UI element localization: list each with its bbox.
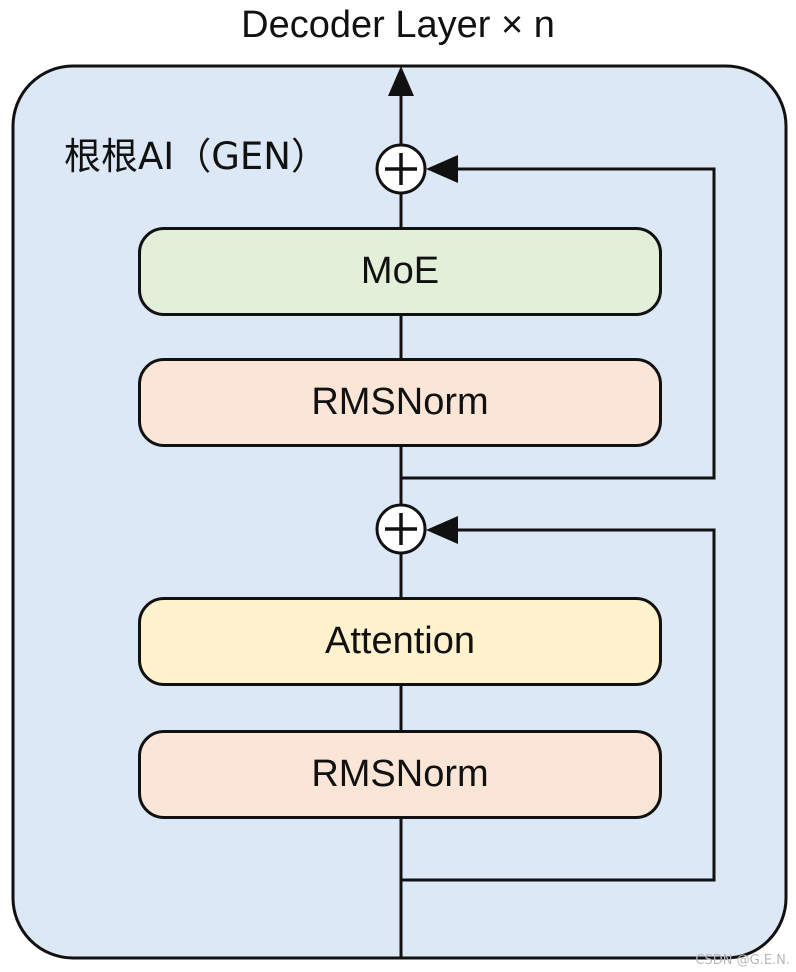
rmsnorm-block-top: RMSNorm bbox=[138, 358, 662, 447]
residual-line-top bbox=[401, 167, 716, 480]
residual-arrow-top-icon bbox=[426, 155, 458, 183]
moe-block: MoE bbox=[138, 227, 662, 316]
diagram-title: Decoder Layer × n bbox=[241, 4, 555, 46]
output-arrow-icon bbox=[388, 66, 414, 96]
adder-top bbox=[375, 143, 427, 195]
author-label: 根根AI（GEN） bbox=[64, 135, 328, 178]
residual-line-bottom bbox=[401, 528, 716, 882]
adder-bottom bbox=[375, 503, 427, 555]
rmsnorm-block-bottom: RMSNorm bbox=[138, 730, 662, 819]
credit-text: CSDN @G.E.N. bbox=[695, 953, 790, 968]
attention-block: Attention bbox=[138, 597, 662, 686]
residual-arrow-bottom-icon bbox=[426, 516, 458, 544]
